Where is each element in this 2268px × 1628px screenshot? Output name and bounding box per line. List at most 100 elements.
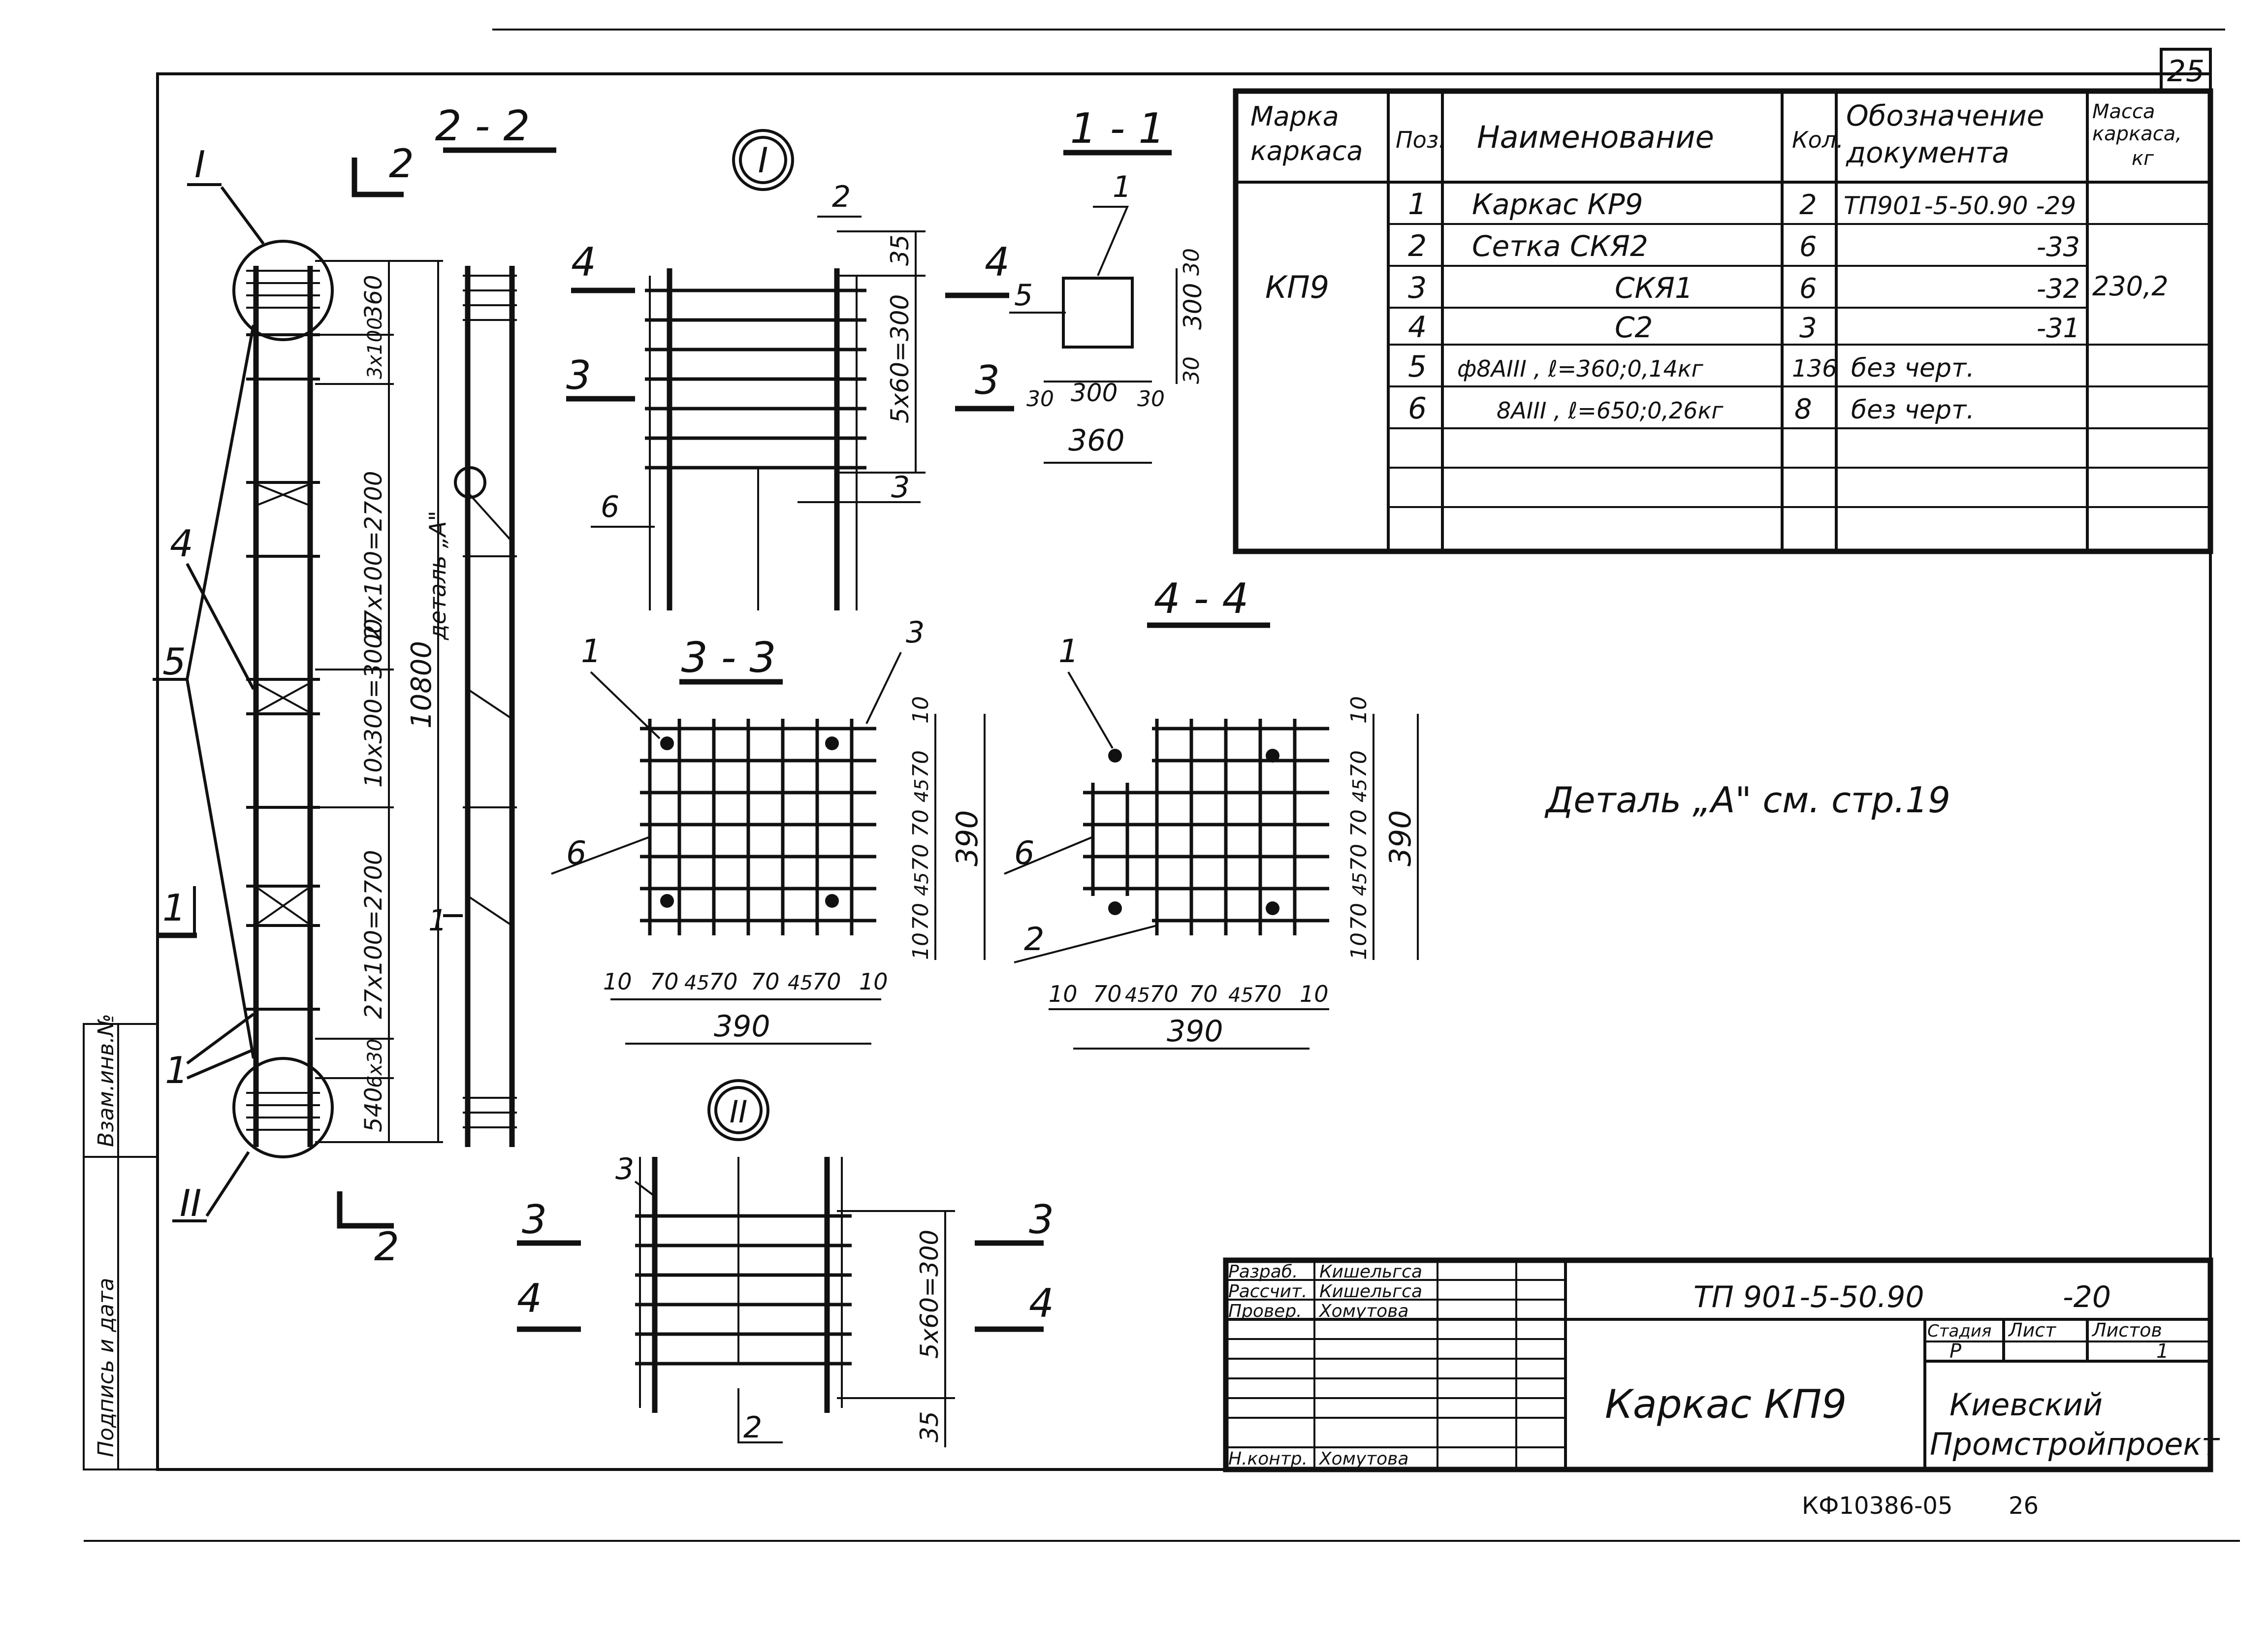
dim-10: 10 xyxy=(859,968,888,995)
section-4-4: 4 - 4 1 6 2 10 70 45 70 70 45 xyxy=(1004,575,1419,1050)
org-line-1: Киевский xyxy=(1949,1387,2103,1423)
sec-4-4-dim-390: 390 xyxy=(1167,1014,1223,1049)
cut-1-left: 1 xyxy=(162,886,186,929)
role-name: Хомутова xyxy=(1318,1449,1408,1469)
section-3-3: 3 - 3 1 3 6 10 70 45 70 70 45 xyxy=(551,615,986,1045)
archive-num: 26 xyxy=(2009,1492,2039,1520)
dim-70: 70 xyxy=(1346,750,1372,778)
dim-70: 70 xyxy=(1253,981,1282,1007)
sec-4-4-callout-1: 1 xyxy=(1058,633,1079,670)
node-II-cut-4-right: 4 xyxy=(1029,1280,1054,1326)
cut-3-left: 3 xyxy=(566,352,591,398)
node-I-label: I xyxy=(194,143,205,186)
spec-doc: -32 xyxy=(2037,273,2080,304)
node-I-callout-2: 2 xyxy=(832,180,851,214)
node-II-view: II 3 2 3 3 4 4 5x60=300 35 xyxy=(517,1079,1054,1447)
spec-pos: 6 xyxy=(1408,391,1427,426)
title-code: ТП 901-5-50.90 xyxy=(1693,1280,1924,1314)
dim-10: 10 xyxy=(1300,981,1329,1007)
spec-name: ф8АIII , ℓ=360;0,14кг xyxy=(1457,355,1704,382)
dim-10: 10 xyxy=(603,968,632,995)
cut-2-bottom: 2 xyxy=(374,1224,399,1270)
sec-1-1-dim-30c: 30 xyxy=(1179,248,1204,276)
stage-label: Стадия xyxy=(1927,1321,1991,1341)
dim-27x100-top: 27x100=2700 xyxy=(360,471,387,640)
side-stamp xyxy=(83,1023,159,1470)
spec-header-mass-3: кг xyxy=(2132,147,2154,170)
node-II-title: II xyxy=(730,1094,748,1130)
dim-10: 10 xyxy=(1346,696,1372,724)
role-name: Кишельгса xyxy=(1319,1262,1422,1282)
node-II-dim-35: 35 xyxy=(915,1411,944,1442)
role-label: Н.контр. xyxy=(1228,1449,1308,1469)
title-roles: Разраб. Кишельгса Рассчит. Кишельгса Про… xyxy=(1228,1262,1422,1469)
dim-45: 45 xyxy=(1228,984,1253,1007)
section-1-1: 1 - 1 1 5 30 300 30 360 30 300 30 xyxy=(1009,104,1207,464)
cut-4-right: 4 xyxy=(985,239,1010,285)
sec-3-3-dim-390: 390 xyxy=(714,1009,770,1044)
spec-row-5: 5 ф8АIII , ℓ=360;0,14кг 136 без черт. xyxy=(1408,350,1975,384)
sec-1-1-frame xyxy=(1062,277,1134,349)
callout-4: 4 xyxy=(170,522,193,565)
detail-note: Деталь „А" см. стр.19 xyxy=(1544,779,1950,821)
spec-row-2: 2 Сетка СКЯ2 6 -33 xyxy=(1408,229,2080,263)
spec-qty: 8 xyxy=(1794,393,1812,425)
section-3-3-title: 3 - 3 xyxy=(681,634,776,682)
role-name: Хомутова xyxy=(1318,1301,1408,1321)
title-name: Каркас КП9 xyxy=(1605,1381,1847,1427)
sec-1-1-callout-5: 5 xyxy=(1014,278,1033,313)
node-II-label: II xyxy=(180,1181,201,1225)
section-4-4-title: 4 - 4 xyxy=(1154,575,1249,623)
spec-header-doc-1: Обозначение xyxy=(1846,99,2044,132)
spec-row-4: 4 С2 3 -31 xyxy=(1408,310,2080,345)
sheets-value: 1 xyxy=(2156,1340,2169,1363)
dim-70: 70 xyxy=(1346,844,1372,871)
dim-70: 70 xyxy=(1346,809,1372,837)
sec-3-3-callout-6: 6 xyxy=(566,835,586,872)
sec-4-4-hdims: 10 70 45 70 70 45 70 10 xyxy=(1049,981,1329,1007)
dim-45: 45 xyxy=(1349,872,1371,896)
spec-qty: 6 xyxy=(1799,273,1817,305)
dim-45: 45 xyxy=(911,779,932,802)
spec-row-1: 1 Каркас КР9 2 ТП901-5-50.90 -29 xyxy=(1408,187,2076,222)
spec-doc: ТП901-5-50.90 -29 xyxy=(1844,192,2076,220)
dim-70: 70 xyxy=(908,844,933,871)
spec-qty: 136 xyxy=(1792,355,1837,383)
side-stamp-text: Взам.инв.№ xyxy=(94,1014,119,1147)
spec-header-pos: Поз. xyxy=(1396,127,1446,153)
dim-390: 390 xyxy=(1383,810,1418,866)
detail-a-marker xyxy=(454,466,486,499)
node-I-callout-3: 3 xyxy=(891,470,910,505)
stage-value: Р xyxy=(1949,1340,1962,1363)
sec-1-1-dim-30b: 30 xyxy=(1137,386,1165,412)
node-I-dim-5x60: 5x60=300 xyxy=(886,294,914,423)
spec-header-mass-2: каркаса, xyxy=(2092,123,2182,145)
sheet-frame: 25 Взам.инв.№ Подпись и дата xyxy=(83,29,2240,1542)
sec-3-3-callout-1: 1 xyxy=(581,633,601,670)
sheet-label: Лист xyxy=(2008,1319,2057,1341)
dim-3x100: 3x100 xyxy=(364,318,386,379)
dim-70: 70 xyxy=(709,968,738,995)
spec-qty: 6 xyxy=(1799,231,1817,263)
cut-2-top: 2 xyxy=(389,141,414,187)
archive-code: КФ10386-05 xyxy=(1802,1492,1953,1520)
dim-10x300: 10x300=3000 xyxy=(360,619,387,788)
detail-a-label: деталь „А" xyxy=(424,511,451,640)
sec-1-1-dim-300: 300 xyxy=(1071,379,1118,407)
title-sheet-ref: -20 xyxy=(2063,1280,2111,1314)
dim-540: 540 xyxy=(360,1087,387,1132)
node-I-circle xyxy=(232,240,334,341)
dim-70: 70 xyxy=(812,968,841,995)
node-II-circle xyxy=(232,1057,334,1158)
spec-qty: 3 xyxy=(1799,312,1817,344)
dim-70: 70 xyxy=(1150,981,1179,1007)
sheet-number: 25 xyxy=(2167,54,2204,89)
cut-3-right: 3 xyxy=(975,357,1000,403)
spec-mass: 230,2 xyxy=(2092,271,2169,302)
org-line-2: Промстройпроект xyxy=(1930,1426,2220,1462)
spec-name: Сетка СКЯ2 xyxy=(1472,229,1648,263)
node-I-view: I 2 3 6 4 4 3 3 35 5x6 xyxy=(566,129,1014,610)
dim-10: 10 xyxy=(908,696,933,724)
dim-10: 10 xyxy=(1049,981,1078,1007)
node-II-callout-2: 2 xyxy=(743,1410,762,1445)
